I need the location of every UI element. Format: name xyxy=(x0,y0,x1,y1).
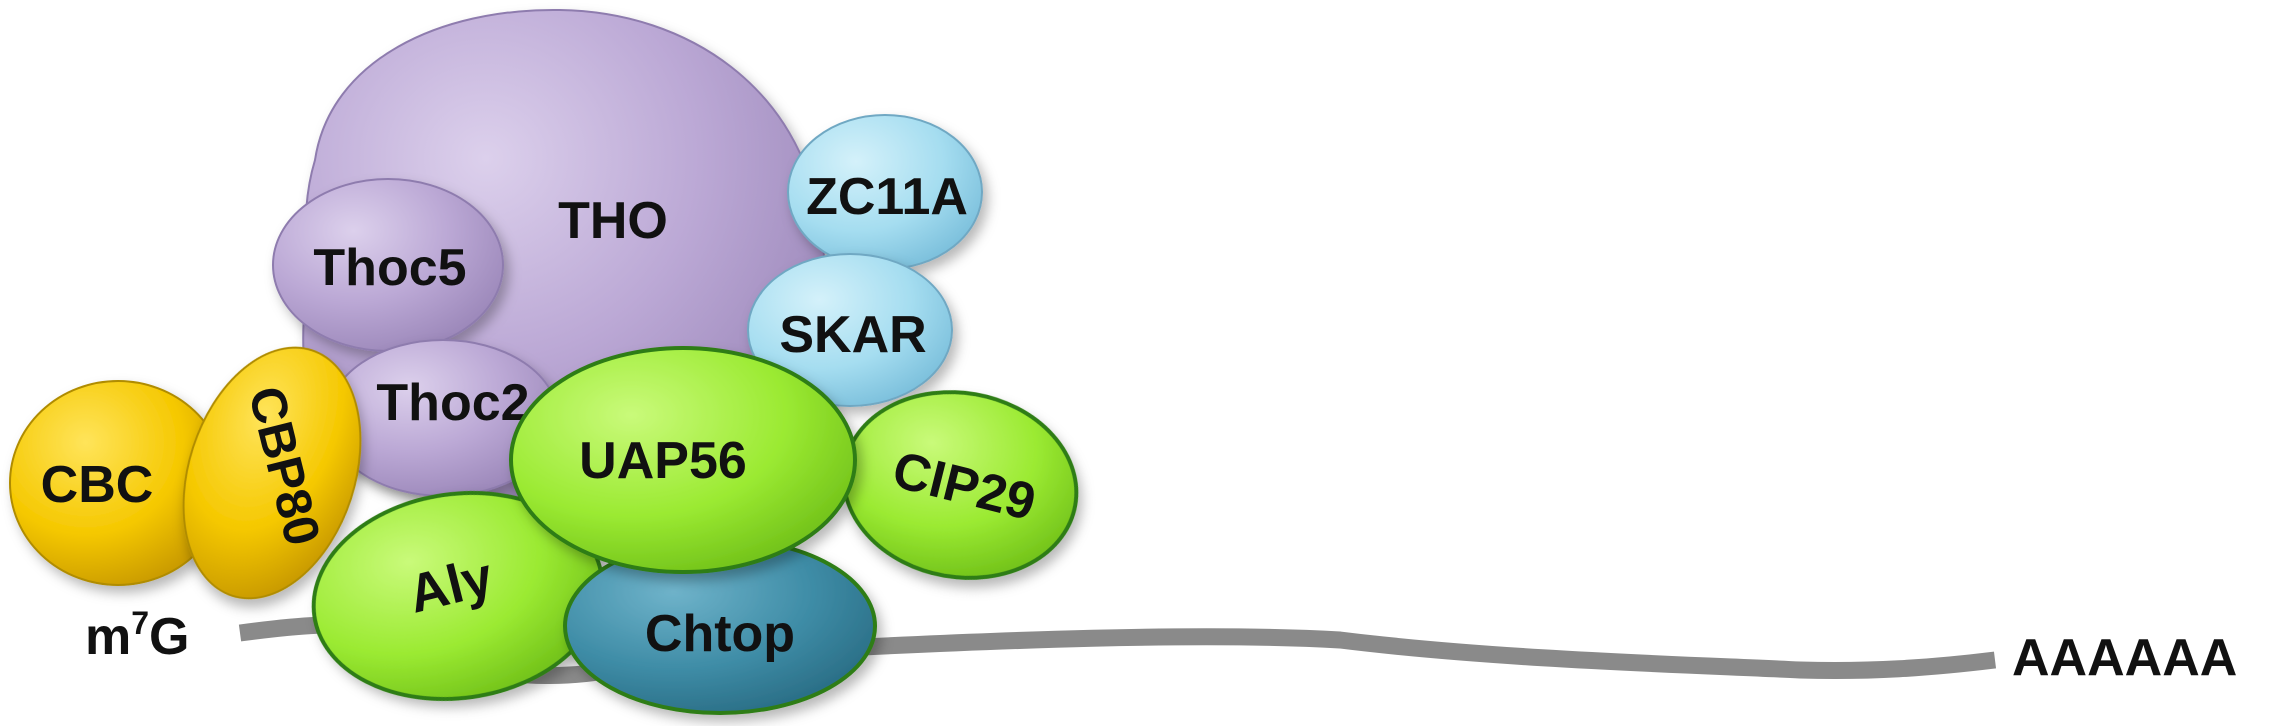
cbp80-shape xyxy=(182,346,362,600)
poly-a-label: AAAAAA xyxy=(2012,629,2237,687)
chtop-label: Chtop xyxy=(645,605,795,663)
thoc5-label: Thoc5 xyxy=(313,239,466,297)
skar-shape xyxy=(747,253,953,407)
uap56-shape xyxy=(509,346,857,574)
cap-prefix: m xyxy=(85,608,131,666)
zc11a-label: ZC11A xyxy=(806,168,968,226)
uap56-label: UAP56 xyxy=(579,432,747,490)
cap-suffix: G xyxy=(149,608,189,666)
tho-label: THO xyxy=(558,192,668,250)
cap-superscript: 7 xyxy=(131,605,149,641)
skar-label: SKAR xyxy=(779,306,926,364)
cbc-label: CBC xyxy=(41,456,154,514)
cap-label: m7G xyxy=(85,605,190,666)
thoc2-label: Thoc2 xyxy=(376,374,529,432)
